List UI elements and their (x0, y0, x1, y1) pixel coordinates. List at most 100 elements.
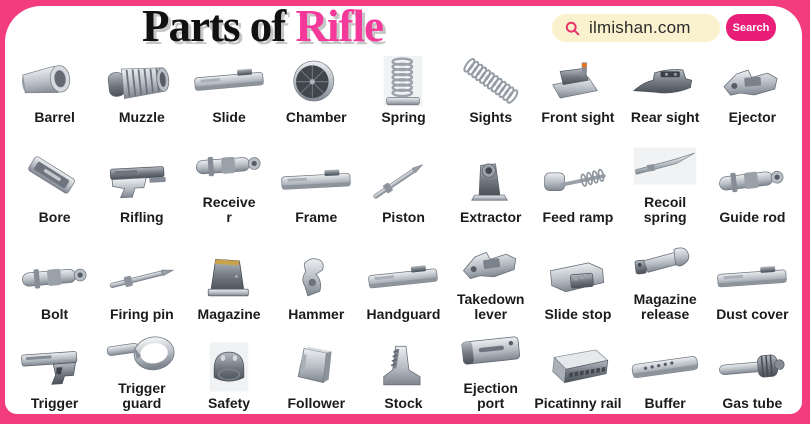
part-item-handguard: Handguard (360, 228, 447, 325)
gas-tube-icon (710, 341, 794, 393)
guide-rod-icon (710, 155, 794, 207)
part-label-feed-ramp: Feed ramp (542, 209, 614, 226)
part-item-trigger-guard: Trigger guard (98, 325, 185, 414)
part-label-slide: Slide (212, 109, 246, 126)
buffer-bar-icon (623, 341, 707, 393)
part-item-gas-tube: Gas tube (709, 325, 796, 414)
part-label-front-sight: Front sight (541, 109, 615, 126)
part-label-extractor: Extractor (459, 209, 522, 226)
part-item-hammer: Hammer (273, 228, 360, 325)
part-item-dust-cover: Dust cover (709, 228, 796, 325)
magazine-release-icon (623, 237, 707, 289)
hammer-icon (274, 252, 358, 304)
part-label-receive-r: Receive r (202, 193, 256, 226)
part-label-trigger-guard: Trigger guard (118, 379, 166, 412)
bolt-icon (13, 252, 97, 304)
part-item-extractor: Extractor (447, 128, 534, 228)
part-item-rear-sight: Rear sight (622, 52, 709, 128)
part-label-firing-pin: Firing pin (109, 306, 174, 323)
part-item-ejection-port: Ejection port (447, 325, 534, 414)
gun-body-icon (100, 155, 184, 207)
part-item-slide-stop: Slide stop (534, 228, 621, 325)
slide-bar-icon (187, 55, 271, 107)
rail-icon (536, 341, 620, 393)
trigger-guard-loop-icon (100, 326, 184, 378)
part-label-hammer: Hammer (288, 306, 345, 323)
part-item-ejector: Ejector (709, 52, 796, 128)
receiver-icon (187, 140, 271, 192)
part-label-frame: Frame (295, 209, 338, 226)
part-label-rifling: Rifling (120, 209, 164, 226)
part-label-guide-rod: Guide rod (719, 209, 786, 226)
dust-cover-bar-icon (710, 252, 794, 304)
part-item-front-sight: Front sight (534, 52, 621, 128)
part-label-sights: Sights (469, 109, 513, 126)
part-label-spring: Spring (381, 109, 426, 126)
part-item-firing-pin: Firing pin (98, 228, 185, 325)
part-label-stock: Stock (384, 395, 423, 412)
trigger-body-icon (13, 341, 97, 393)
part-label-magazine-release: Magazine release (633, 290, 697, 323)
part-item-buffer: Buffer (622, 325, 709, 414)
part-label-safety: Safety (208, 395, 251, 412)
part-item-slide: Slide (185, 52, 272, 128)
slide-stop-icon (536, 252, 620, 304)
muzzle-icon (100, 55, 184, 107)
handguard-bar-icon (361, 252, 445, 304)
part-label-follower: Follower (287, 395, 346, 412)
part-item-feed-ramp: Feed ramp (534, 128, 621, 228)
title-accent: Rifle (295, 1, 383, 51)
piston-icon (361, 155, 445, 207)
part-item-trigger: Trigger (11, 325, 98, 414)
title-prefix: Parts of (142, 1, 296, 51)
frame-bar-icon (274, 155, 358, 207)
part-item-magazine-release: Magazine release (622, 228, 709, 325)
part-item-magazine: Magazine (185, 228, 272, 325)
takedown-lever-icon (449, 237, 533, 289)
part-item-safety: Safety (185, 325, 272, 414)
part-item-guide-rod: Guide rod (709, 128, 796, 228)
page-title: Parts of Rifle (5, 0, 520, 52)
part-item-chamber: Chamber (273, 52, 360, 128)
part-item-barrel: Barrel (11, 52, 98, 128)
part-label-picatinny-rail: Picatinny rail (534, 395, 622, 412)
barrel-icon (13, 55, 97, 107)
part-label-magazine: Magazine (197, 306, 261, 323)
part-item-bolt: Bolt (11, 228, 98, 325)
magnifier-icon (565, 21, 580, 36)
part-label-slide-stop: Slide stop (544, 306, 612, 323)
part-item-sights: Sights (447, 52, 534, 128)
part-label-takedown-lever: Takedown lever (457, 290, 525, 323)
part-label-ejector: Ejector (728, 109, 777, 126)
ejection-port-bar-icon (449, 326, 533, 378)
poster-panel: Parts of Rifle ilmishan.com Search Barre… (5, 1, 802, 414)
part-label-barrel: Barrel (34, 109, 75, 126)
part-item-rifling: Rifling (98, 128, 185, 228)
part-item-recoil-spring: Recoil spring (622, 128, 709, 228)
bore-icon (13, 155, 97, 207)
magazine-icon (187, 252, 271, 304)
part-item-muzzle: Muzzle (98, 52, 185, 128)
rear-sight-icon (623, 55, 707, 107)
part-item-stock: Stock (360, 325, 447, 414)
part-item-frame: Frame (273, 128, 360, 228)
part-label-chamber: Chamber (285, 109, 347, 126)
part-label-bolt: Bolt (41, 306, 69, 323)
front-sight-icon (536, 55, 620, 107)
recoil-spring-icon (623, 140, 707, 192)
search-button[interactable]: Search (726, 14, 776, 41)
part-label-recoil-spring: Recoil spring (643, 193, 687, 226)
part-item-picatinny-rail: Picatinny rail (534, 325, 622, 414)
part-item-follower: Follower (273, 325, 360, 414)
part-item-piston: Piston (360, 128, 447, 228)
part-label-gas-tube: Gas tube (722, 395, 783, 412)
firing-pin-icon (100, 252, 184, 304)
part-label-bore: Bore (38, 209, 71, 226)
feed-ramp-icon (536, 155, 620, 207)
part-label-muzzle: Muzzle (118, 109, 165, 126)
funnel-icon (274, 55, 358, 107)
search-input[interactable]: ilmishan.com (552, 14, 720, 42)
extractor-icon (449, 155, 533, 207)
parts-grid: Barrel Muzzle Slide Chamber Spring Sights Fron… (11, 52, 796, 414)
safety-dome-icon (187, 341, 271, 393)
